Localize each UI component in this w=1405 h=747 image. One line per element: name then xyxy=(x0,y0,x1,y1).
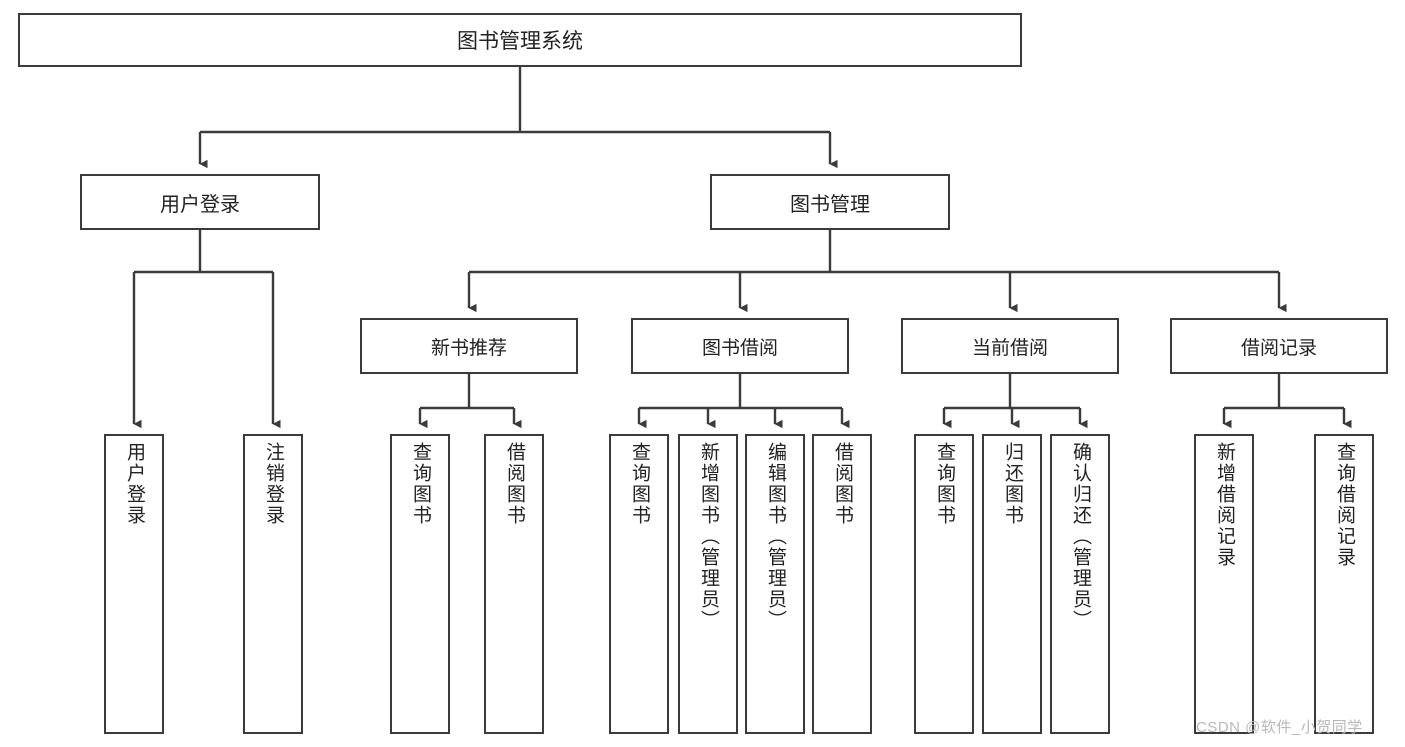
node-leaf-borrow-book-2-label: 借阅图书 xyxy=(831,442,853,526)
node-borrow-record[interactable]: 借阅记录 xyxy=(1170,318,1388,374)
node-leaf-edit-book-label: 编辑图书（管理员） xyxy=(764,442,786,631)
node-book-borrow[interactable]: 图书借阅 xyxy=(631,318,849,374)
node-book-management[interactable]: 图书管理 xyxy=(710,174,950,230)
node-leaf-user-login[interactable]: 用户登录 xyxy=(104,434,164,734)
node-root-label: 图书管理系统 xyxy=(457,30,583,53)
node-book-borrow-label: 图书借阅 xyxy=(701,337,778,359)
node-leaf-add-book-label: 新增图书（管理员） xyxy=(697,442,719,631)
node-leaf-add-record[interactable]: 新增借阅记录 xyxy=(1194,434,1254,734)
node-leaf-query-book-1[interactable]: 查询图书 xyxy=(390,434,450,734)
node-leaf-query-record[interactable]: 查询借阅记录 xyxy=(1314,434,1374,734)
node-leaf-edit-book[interactable]: 编辑图书（管理员） xyxy=(745,434,805,734)
watermark: CSDN @软件_小贺同学 xyxy=(1196,719,1363,736)
node-leaf-query-book-3[interactable]: 查询图书 xyxy=(914,434,974,734)
node-leaf-logout-label: 注销登录 xyxy=(262,442,284,526)
node-leaf-logout[interactable]: 注销登录 xyxy=(243,434,303,734)
node-leaf-confirm-return-label: 确认归还（管理员） xyxy=(1069,442,1091,631)
node-new-book-recommend[interactable]: 新书推荐 xyxy=(360,318,578,374)
node-new-book-recommend-label: 新书推荐 xyxy=(430,337,507,359)
node-leaf-borrow-book-1[interactable]: 借阅图书 xyxy=(484,434,544,734)
node-leaf-query-book-2-label: 查询图书 xyxy=(628,442,650,526)
node-leaf-user-login-label: 用户登录 xyxy=(123,442,145,526)
node-leaf-borrow-book-1-label: 借阅图书 xyxy=(503,442,525,526)
node-current-borrow-label: 当前借阅 xyxy=(971,337,1048,359)
node-user-login-label: 用户登录 xyxy=(160,193,240,216)
node-leaf-query-book-1-label: 查询图书 xyxy=(409,442,431,526)
node-leaf-return-book-label: 归还图书 xyxy=(1001,442,1023,526)
node-leaf-query-book-2[interactable]: 查询图书 xyxy=(609,434,669,734)
node-leaf-add-book[interactable]: 新增图书（管理员） xyxy=(678,434,738,734)
node-leaf-confirm-return[interactable]: 确认归还（管理员） xyxy=(1050,434,1110,734)
node-leaf-query-book-3-label: 查询图书 xyxy=(933,442,955,526)
node-borrow-record-label: 借阅记录 xyxy=(1240,337,1317,359)
node-leaf-return-book[interactable]: 归还图书 xyxy=(982,434,1042,734)
node-book-management-label: 图书管理 xyxy=(790,193,870,216)
node-root[interactable]: 图书管理系统 xyxy=(18,13,1022,67)
node-current-borrow[interactable]: 当前借阅 xyxy=(901,318,1119,374)
node-leaf-borrow-book-2[interactable]: 借阅图书 xyxy=(812,434,872,734)
node-leaf-add-record-label: 新增借阅记录 xyxy=(1213,442,1235,568)
node-user-login[interactable]: 用户登录 xyxy=(80,174,320,230)
node-leaf-query-record-label: 查询借阅记录 xyxy=(1333,442,1355,568)
